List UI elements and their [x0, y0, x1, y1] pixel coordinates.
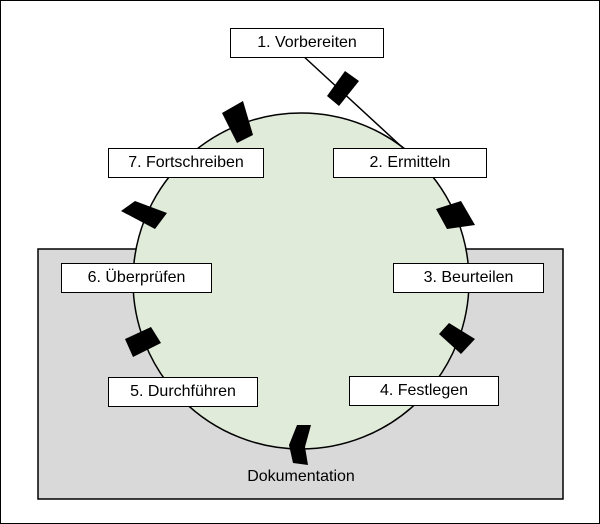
cycle-arrow-7 — [222, 101, 253, 143]
documentation-label: Dokumentation — [247, 468, 355, 485]
cycle-arrow-2 — [436, 201, 475, 229]
step-7-box: 7. Fortschreiben — [108, 148, 264, 178]
step-3-box: 3. Beurteilen — [393, 263, 544, 293]
step-2-box: 2. Ermitteln — [333, 148, 487, 178]
cycle-arrow-6 — [121, 201, 167, 229]
cycle-arrow-5 — [125, 327, 161, 357]
cycle-arrows — [121, 71, 475, 465]
cycle-arrow-1 — [327, 71, 359, 106]
step-6-box: 6. Überprüfen — [61, 263, 212, 293]
cycle-arrow-3 — [439, 323, 475, 354]
step-4-box: 4. Festlegen — [349, 376, 499, 406]
step-1-box: 1. Vorbereiten — [230, 28, 384, 58]
cycle-arrow-4 — [289, 425, 311, 465]
step-5-box: 5. Durchführen — [108, 377, 258, 407]
connector-line — [300, 53, 404, 149]
